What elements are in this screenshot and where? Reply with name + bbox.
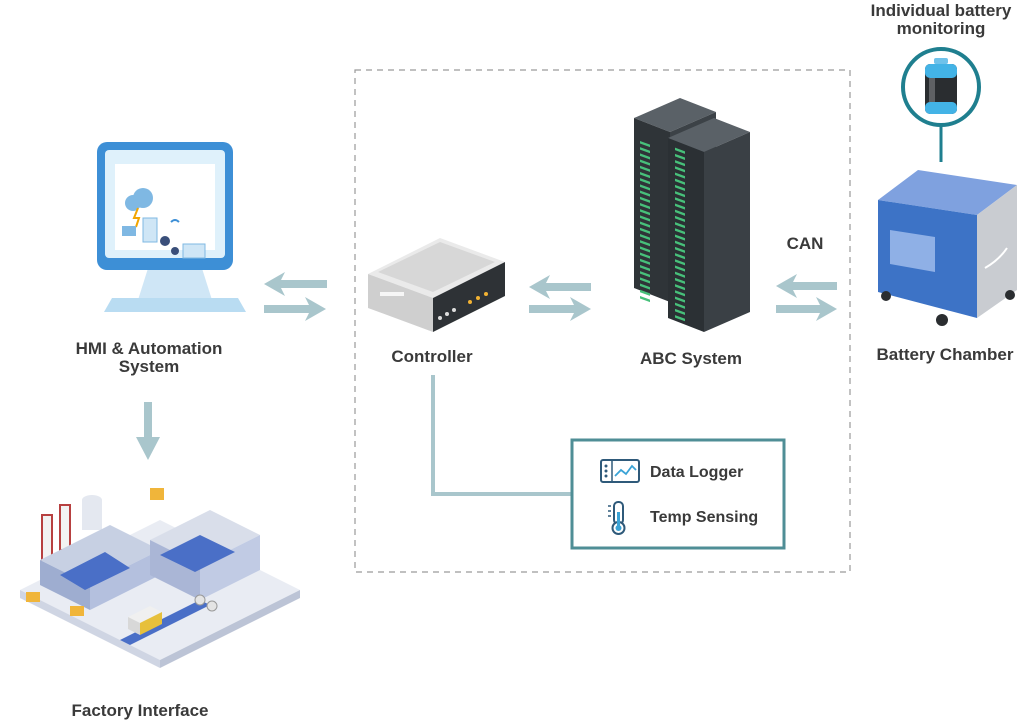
controller-label: Controller bbox=[391, 347, 473, 366]
rack-led bbox=[675, 240, 685, 247]
hmi-controller-arrows bbox=[264, 272, 327, 321]
rack-led bbox=[640, 246, 650, 253]
factory-icon bbox=[20, 488, 300, 668]
rack-led bbox=[675, 153, 685, 161]
rack-led bbox=[640, 153, 650, 160]
rack-led bbox=[640, 147, 650, 154]
system-boundary bbox=[354, 69, 851, 573]
battery-icon bbox=[901, 47, 981, 162]
monitor-icon bbox=[97, 142, 246, 312]
rack-led bbox=[640, 240, 650, 247]
rack-led bbox=[675, 246, 685, 254]
data-logger-icon bbox=[600, 459, 640, 483]
rack-led bbox=[640, 252, 650, 259]
battery-monitor-label-line2: monitoring bbox=[897, 19, 986, 38]
temp-sensing-label: Temp Sensing bbox=[650, 509, 758, 526]
rack-led bbox=[675, 290, 685, 297]
data-logger-label: Data Logger bbox=[650, 464, 743, 481]
hmi-factory-arrow bbox=[136, 402, 160, 460]
rack-led bbox=[675, 191, 685, 198]
battery-monitor-label-line1: Individual battery bbox=[871, 1, 1012, 20]
rack-led bbox=[640, 227, 650, 234]
abc-battery-arrows bbox=[776, 274, 837, 321]
controller-logger-connector bbox=[431, 375, 572, 496]
rack-led bbox=[640, 215, 650, 222]
rack-led bbox=[675, 277, 685, 285]
controller-box-icon bbox=[368, 238, 505, 332]
battery-chamber-icon bbox=[878, 170, 1017, 326]
rack-led bbox=[675, 234, 685, 241]
rack-led bbox=[640, 221, 650, 228]
rack-led bbox=[640, 277, 650, 284]
battery-chamber-label: Battery Chamber bbox=[877, 345, 1014, 364]
rack-led bbox=[640, 202, 650, 210]
rack-led bbox=[640, 289, 650, 296]
rack-led bbox=[675, 296, 685, 303]
rack-led bbox=[675, 308, 685, 316]
rack-led bbox=[675, 265, 685, 272]
rack-led bbox=[640, 171, 650, 179]
rack-led bbox=[640, 209, 650, 216]
rack-led bbox=[675, 172, 685, 179]
rack-led bbox=[675, 160, 685, 167]
rack-led bbox=[640, 258, 650, 265]
server-rack-icon bbox=[634, 98, 750, 332]
thermometer-icon bbox=[608, 501, 626, 535]
rack-led bbox=[640, 295, 650, 303]
rack-led bbox=[675, 178, 685, 185]
rack-led bbox=[640, 190, 650, 197]
rack-led bbox=[640, 159, 650, 166]
rack-led bbox=[675, 209, 685, 216]
can-label: CAN bbox=[787, 234, 824, 253]
rack-led bbox=[675, 271, 685, 278]
rack-led bbox=[675, 184, 685, 192]
rack-led bbox=[675, 166, 685, 173]
rack-led bbox=[675, 302, 685, 309]
rack-led bbox=[675, 315, 685, 322]
rack-led bbox=[675, 215, 685, 223]
rack-led bbox=[640, 196, 650, 203]
logger-panel bbox=[570, 438, 786, 550]
rack-led bbox=[675, 147, 685, 154]
rack-led bbox=[640, 283, 650, 290]
rack-led bbox=[640, 184, 650, 191]
controller-abc-arrows bbox=[529, 275, 591, 321]
rack-led bbox=[675, 222, 685, 229]
rack-led bbox=[640, 165, 650, 172]
rack-led bbox=[640, 140, 650, 148]
rack-led bbox=[675, 253, 685, 260]
abc-label: ABC System bbox=[640, 349, 742, 368]
rack-led bbox=[675, 284, 685, 291]
hmi-label-line1: HMI & Automation bbox=[76, 339, 223, 358]
rack-led bbox=[675, 197, 685, 204]
rack-led bbox=[675, 228, 685, 235]
rack-led bbox=[640, 271, 650, 278]
rack-led bbox=[675, 203, 685, 210]
rack-led bbox=[640, 264, 650, 272]
rack-led bbox=[640, 178, 650, 185]
hmi-label-line2: System bbox=[119, 357, 179, 376]
rack-led bbox=[675, 259, 685, 266]
rack-led bbox=[640, 233, 650, 241]
factory-label: Factory Interface bbox=[72, 701, 209, 720]
